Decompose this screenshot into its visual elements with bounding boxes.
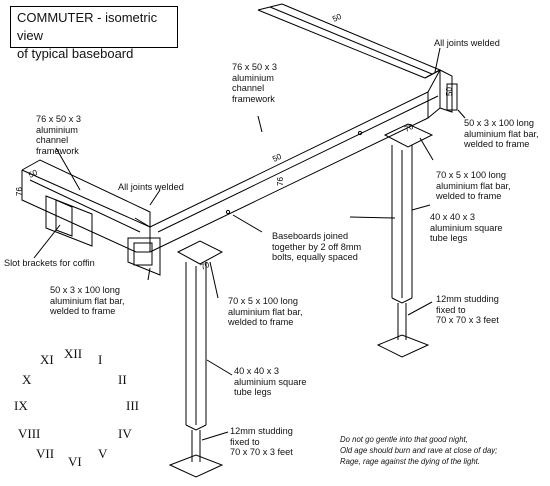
dimension-label: 70 — [199, 260, 211, 272]
bolt-hole — [357, 130, 363, 136]
clock-numeral: VII — [36, 446, 55, 461]
dimension-label: 70 — [403, 122, 415, 134]
left-slot-bracket — [45, 195, 161, 276]
clock-numeral: I — [98, 352, 103, 367]
poem-line: Rage, rage against the dying of the ligh… — [340, 457, 481, 466]
clock-numeral: II — [118, 372, 127, 387]
dimension-labels: 50 50 76 50 76 50 70 70 — [15, 12, 454, 272]
clock-numeral: VIII — [18, 426, 41, 441]
dimension-label: 50 — [445, 87, 454, 96]
leader-lines — [33, 47, 466, 441]
clock-numeral: IX — [14, 398, 28, 413]
clock-numeral: V — [98, 446, 108, 461]
dimension-label: 50 — [271, 152, 283, 164]
dimension-label: 76 — [276, 177, 285, 186]
dimension-label: 50 — [27, 168, 39, 180]
clock-numeral: III — [126, 398, 139, 413]
dimension-label: 76 — [15, 187, 24, 196]
title-line: of typical baseboard — [17, 46, 134, 61]
label-slot: Slot brackets for coffin — [4, 258, 95, 268]
bolt-hole — [225, 209, 231, 215]
clock-numeral: IV — [118, 426, 132, 441]
left-end-rail — [21, 159, 151, 253]
label-joints-left: All joints welded — [118, 182, 184, 192]
poem-text: Do not go gentle into that good night, O… — [340, 434, 497, 467]
title-box: COMMUTER - isometric view of typical bas… — [10, 6, 178, 61]
front-rail — [134, 69, 441, 253]
clock-numeral: VI — [68, 454, 82, 469]
label-joints-top: All joints welded — [434, 38, 500, 48]
poem-line: Old age should burn and rave at close of… — [340, 446, 498, 455]
back-rail — [257, 3, 441, 79]
clock-numeral: XI — [40, 352, 54, 367]
clock-numeral: XII — [64, 346, 83, 361]
left-leg — [168, 240, 224, 478]
poem-line: Do not go gentle into that good night, — [340, 435, 468, 444]
right-end-member — [424, 69, 458, 113]
clock-numeral: X — [22, 372, 32, 387]
right-leg — [376, 123, 434, 358]
title-line: COMMUTER - isometric view — [17, 10, 158, 43]
dimension-label: 50 — [331, 12, 343, 24]
